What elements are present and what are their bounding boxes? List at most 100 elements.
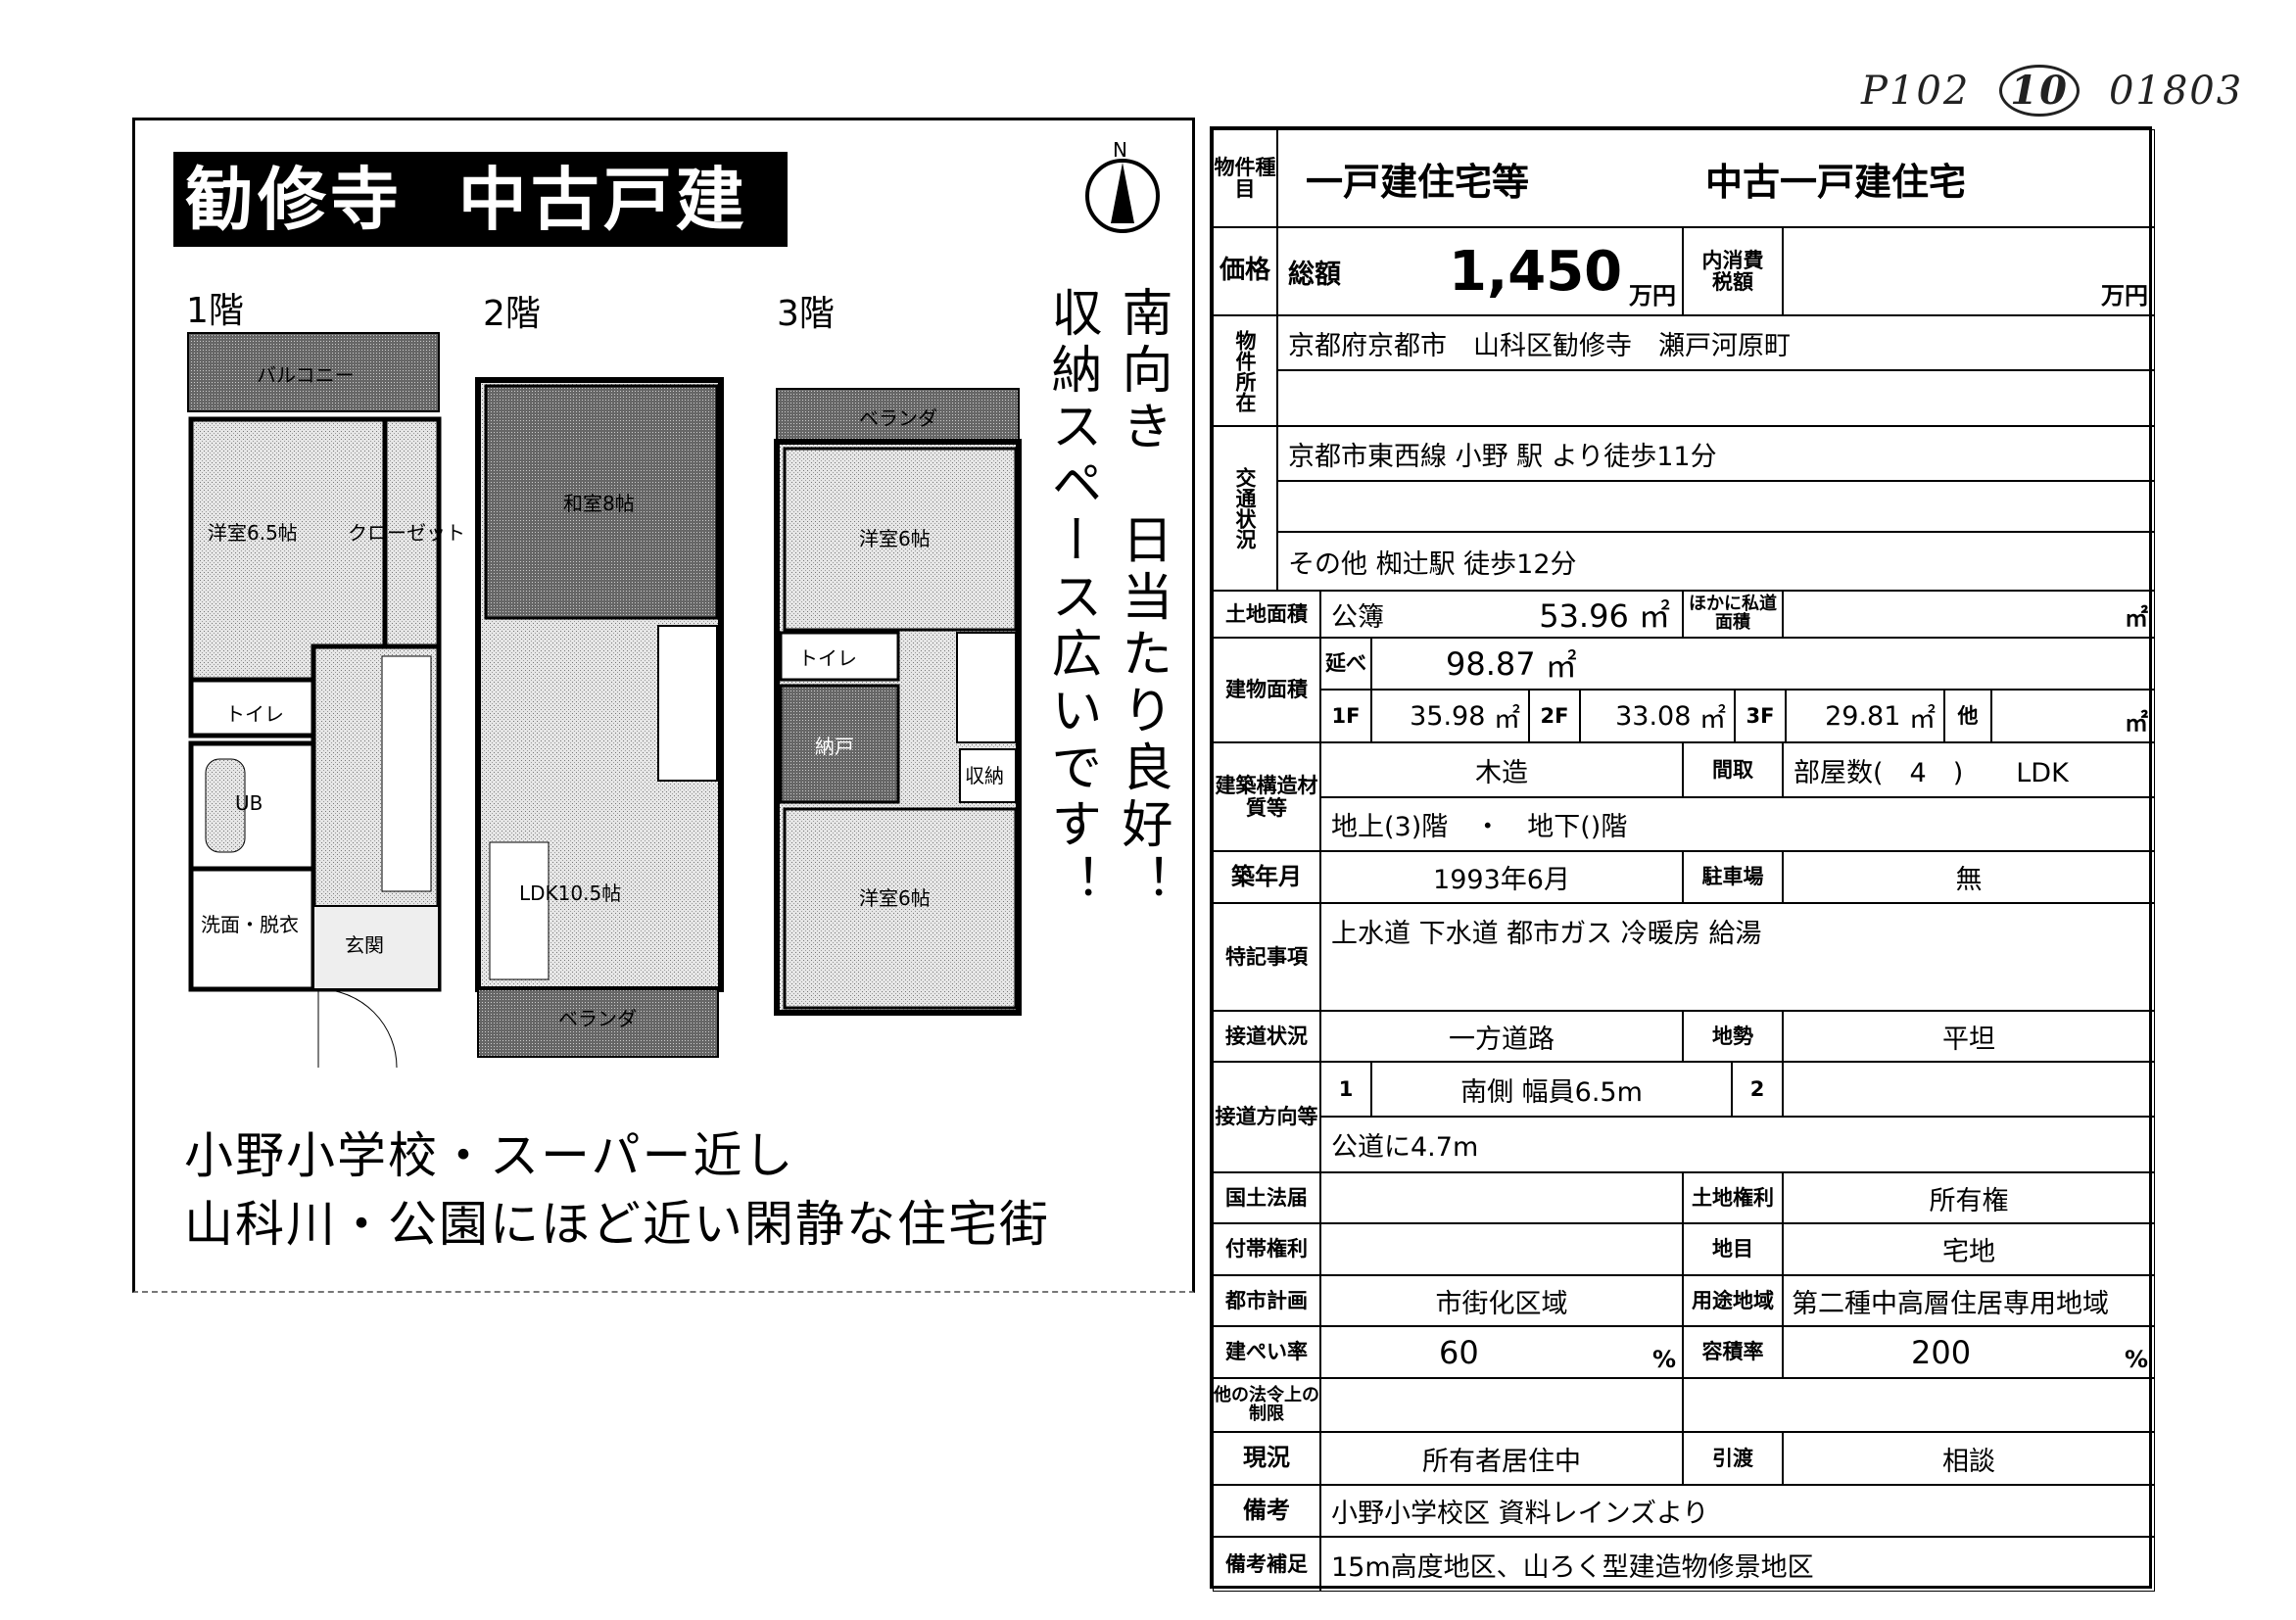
circled-number: 10 (1999, 65, 2080, 117)
status: 所有者居住中 (1320, 1432, 1683, 1485)
page-number: P102 (1861, 68, 1971, 114)
floor-label-3f: 3階 (777, 294, 835, 334)
svg-text:和室8帖: 和室8帖 (563, 492, 635, 515)
road-1-number: 1 (1320, 1062, 1371, 1117)
label-handover: 引渡 (1683, 1432, 1783, 1485)
transport-3: その他 椥辻駅 徒歩12分 (1277, 532, 2155, 591)
floor-plan-1f: バルコニー 洋室6.5帖 クローゼット トイレ UB 洗面・脱衣 玄関 (187, 332, 465, 1069)
svg-text:UB: UB (235, 791, 263, 815)
built-date: 1993年6月 (1320, 851, 1683, 903)
terrain: 平坦 (1783, 1011, 2155, 1062)
layout: 部屋数( 4 ) LDK (1783, 742, 2155, 797)
handwritten-reference: P102 10 01803 (1861, 65, 2243, 117)
city-plan: 市街化区域 (1320, 1275, 1683, 1326)
label-remarks-supplement: 備考補足 (1213, 1537, 1320, 1592)
svg-text:N: N (1113, 138, 1127, 162)
reference-number: 01803 (2108, 68, 2244, 114)
area-other: ㎡ (1991, 690, 2155, 742)
road-1-direction: 南側 幅員6.5m (1371, 1062, 1732, 1117)
label-layout: 間取 (1683, 742, 1783, 797)
handover: 相談 (1783, 1432, 2155, 1485)
location-line-2 (1277, 370, 2155, 426)
bcr: 60% (1320, 1326, 1683, 1378)
label-price: 価格 (1213, 227, 1277, 315)
label-structure: 建築構造材質等 (1213, 742, 1320, 851)
flyer-frame (132, 118, 1195, 1293)
label-land-right: 土地権利 (1683, 1172, 1783, 1223)
area-3f: 29.81 ㎡ (1786, 690, 1944, 742)
structure: 木造 (1320, 742, 1683, 797)
ancillary (1320, 1223, 1683, 1275)
flyer-title: 勧修寺 中古戸建 (173, 152, 788, 247)
label-3f: 3F (1735, 690, 1786, 742)
floor-plan-3f: ベランダ 洋室6帖 トイレ 納戸 収納 洋室6帖 (774, 388, 1022, 1016)
road-2-direction (1783, 1062, 2155, 1117)
label-ancillary: 付帯権利 (1213, 1223, 1320, 1275)
label-total-floor: 延べ (1320, 638, 1371, 690)
transport-2 (1277, 481, 2155, 532)
kokudo (1320, 1172, 1683, 1223)
storage-text: 収納スペース広いです！ (1042, 286, 1101, 911)
label-1f: 1F (1320, 690, 1371, 742)
svg-text:納戸: 納戸 (815, 735, 854, 758)
location: 京都府京都市 山科区勧修寺 瀬戸河原町 (1277, 315, 2155, 370)
label-property-type: 物件種目 (1213, 129, 1277, 227)
label-remarks: 備考 (1213, 1485, 1320, 1537)
other-law-2 (1683, 1378, 2155, 1432)
stories: 地上(3)階 ・ 地下()階 (1320, 797, 2155, 851)
svg-text:バルコニー: バルコニー (257, 363, 355, 387)
land-right: 所有権 (1783, 1172, 2155, 1223)
svg-text:洋室6帖: 洋室6帖 (859, 527, 931, 550)
svg-text:洋室6.5帖: 洋室6.5帖 (208, 521, 298, 545)
road-frontage: 公道に4.7m (1320, 1117, 2155, 1172)
svg-text:クローゼット: クローゼット (348, 521, 465, 545)
label-chimoku: 地目 (1683, 1223, 1783, 1275)
total-floor-area: 98.87 ㎡ (1371, 638, 2155, 690)
label-road-direction: 接道方向等 (1213, 1062, 1320, 1172)
area-2f: 33.08 ㎡ (1580, 690, 1735, 742)
svg-text:ベランダ: ベランダ (859, 406, 937, 430)
label-road: 接道状況 (1213, 1011, 1320, 1062)
property-type: 一戸建住宅等中古一戸建住宅 (1277, 129, 2155, 227)
notes: 上水道 下水道 都市ガス 冷暖房 給湯 (1320, 903, 2155, 1011)
svg-text:玄関: 玄関 (345, 933, 384, 957)
label-transport: 交通状況 (1213, 426, 1277, 591)
compass-icon: N (1085, 138, 1160, 233)
private-road-area: ㎡ (1783, 591, 2155, 638)
zoning: 第二種中高層住居専用地域 (1783, 1275, 2155, 1326)
chimoku: 宅地 (1783, 1223, 2155, 1275)
remarks: 小野小学校区 資料レインズより (1320, 1485, 2155, 1537)
svg-text:トイレ: トイレ (798, 646, 857, 670)
label-status: 現況 (1213, 1432, 1320, 1485)
consumption-tax: 万円 (1783, 227, 2155, 315)
label-notes: 特記事項 (1213, 903, 1320, 1011)
label-location: 物件所在 (1213, 315, 1277, 426)
label-bcr: 建ぺい率 (1213, 1326, 1320, 1378)
label-zoning: 用途地域 (1683, 1275, 1783, 1326)
remarks-supplement: 15m高度地区、山ろく型建造物修景地区 (1320, 1537, 2155, 1592)
floor-plans: N バルコニー 洋室6.5帖 クローゼット トイレ UB 洗面・脱衣 玄関 和室… (187, 138, 1160, 1069)
label-other-floor: 他 (1944, 690, 1991, 742)
far: 200% (1783, 1326, 2155, 1378)
label-building-area: 建物面積 (1213, 638, 1320, 742)
other-law-1 (1320, 1378, 1683, 1432)
svg-text:トイレ: トイレ (225, 702, 284, 726)
label-terrain: 地勢 (1683, 1011, 1783, 1062)
road: 一方道路 (1320, 1011, 1683, 1062)
label-other-law: 他の法令上の制限 (1213, 1378, 1320, 1432)
label-2f: 2F (1529, 690, 1580, 742)
label-private-road: ほかに私道面積 (1683, 591, 1783, 638)
road-2-number: 2 (1732, 1062, 1783, 1117)
price-value: 1,450 (1449, 239, 1623, 304)
svg-text:洋室6帖: 洋室6帖 (859, 886, 931, 910)
sunlight-text: 南向き 日当たり良好！ (1113, 286, 1172, 911)
catchphrase-2: 山科川・公園にほど近い閑静な住宅街 (184, 1196, 1050, 1253)
label-land-area: 土地面積 (1213, 591, 1320, 638)
svg-text:LDK10.5帖: LDK10.5帖 (519, 881, 621, 905)
floor-label-1f: 1階 (186, 291, 244, 331)
label-kokudo: 国土法届 (1213, 1172, 1320, 1223)
label-city-plan: 都市計画 (1213, 1275, 1320, 1326)
